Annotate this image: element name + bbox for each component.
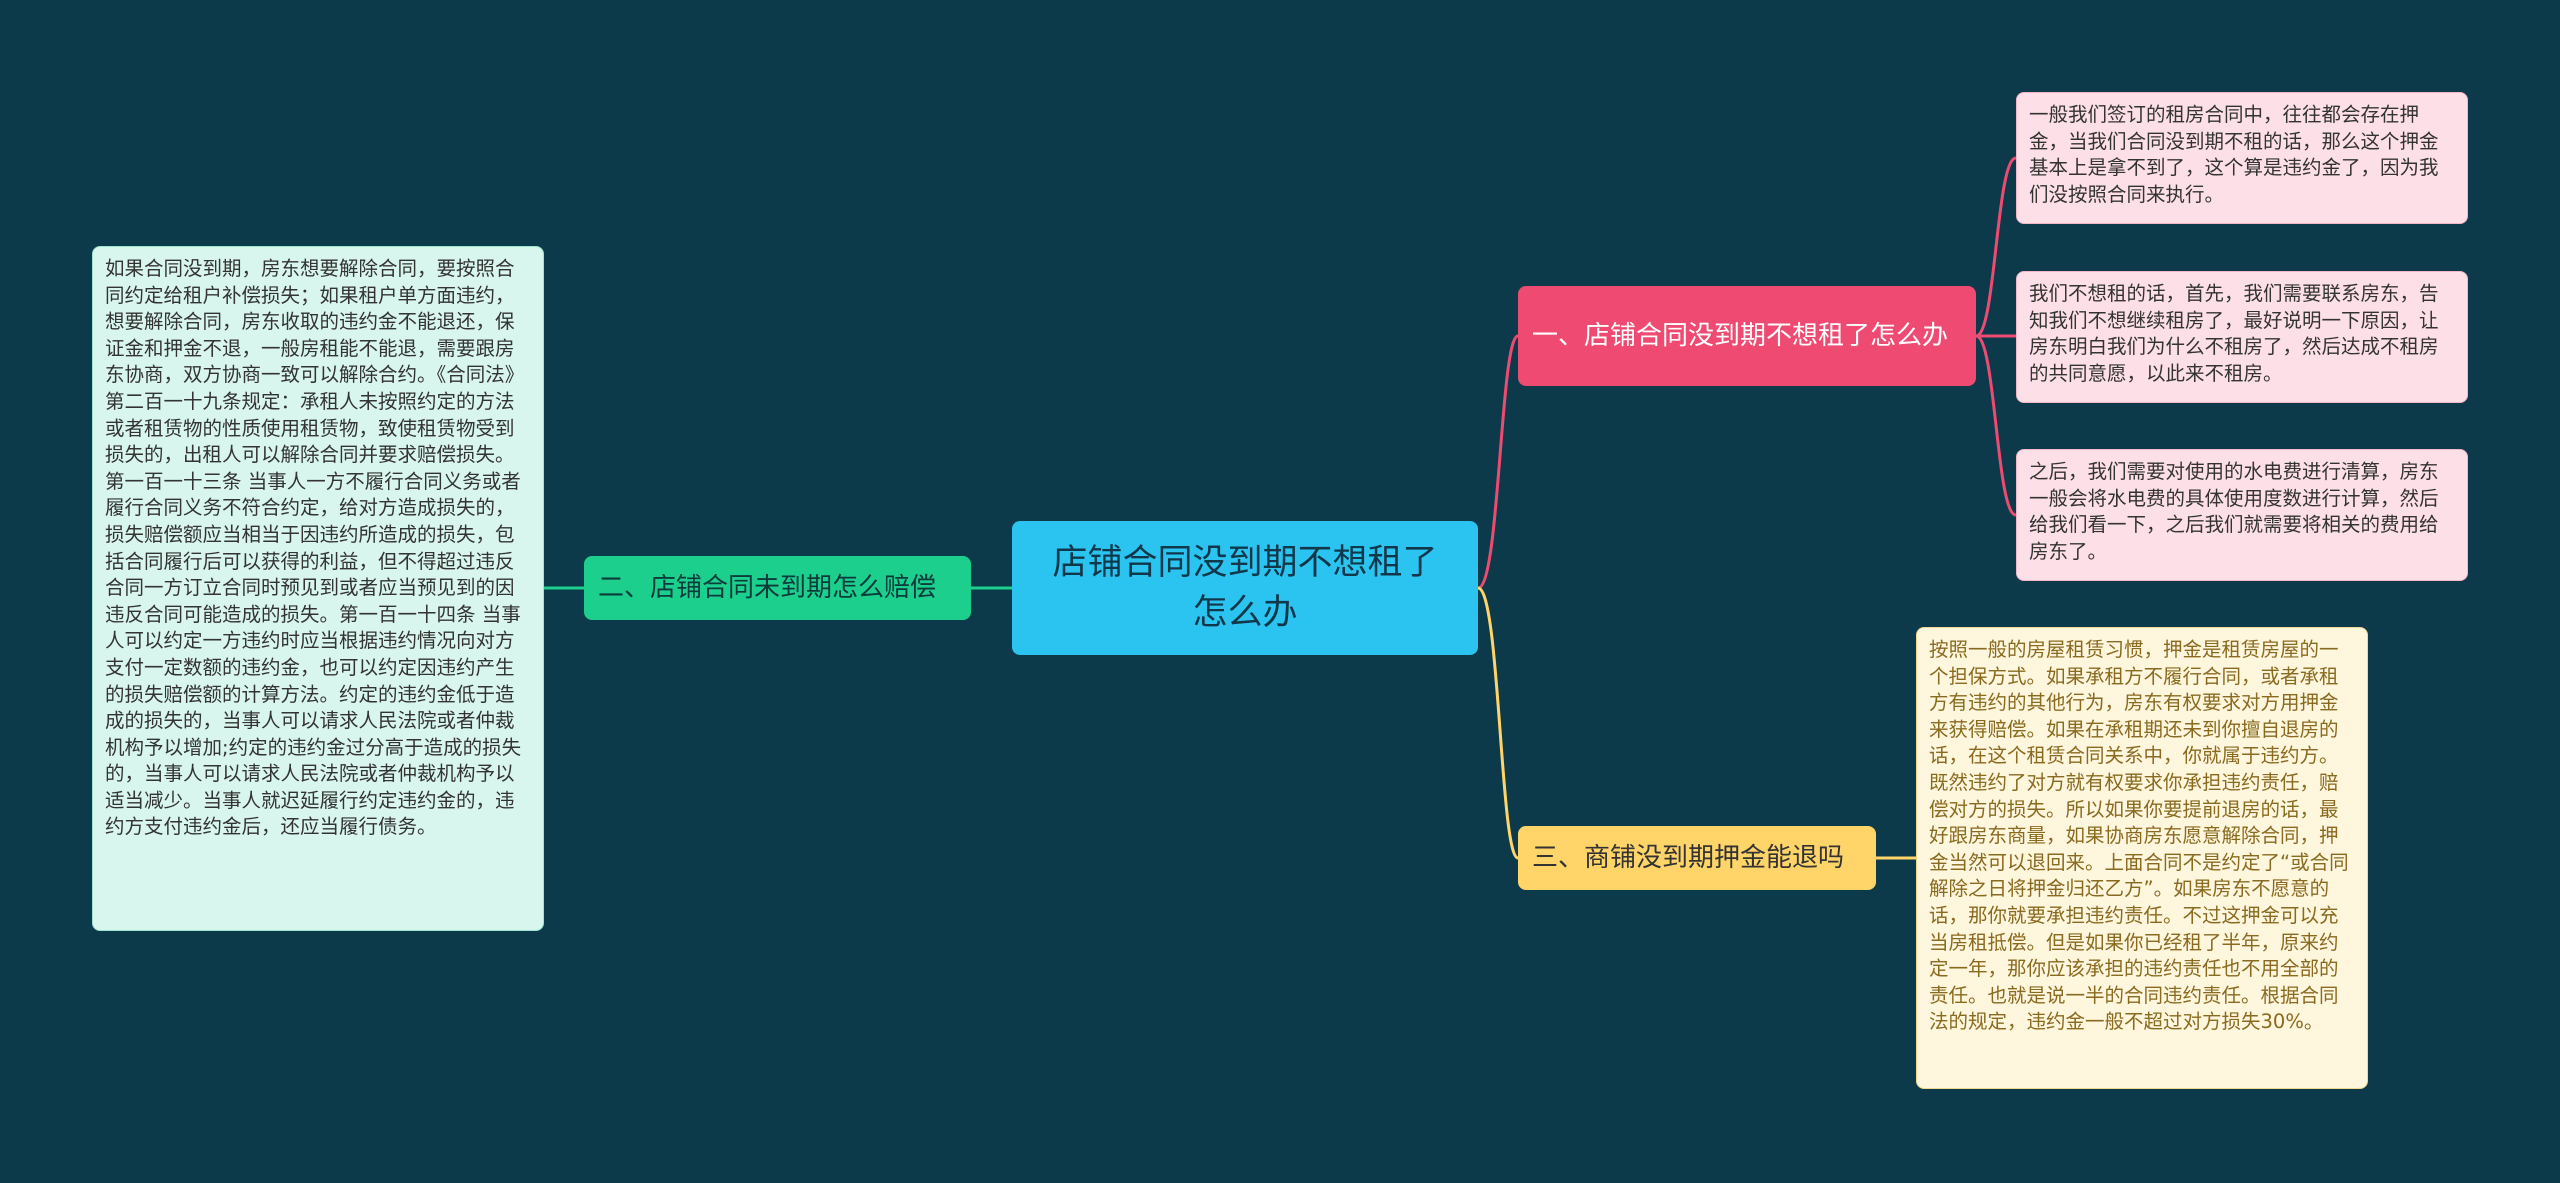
link-branch1-leaf1 — [1975, 156, 2017, 338]
link-branch1-leaf3 — [1975, 334, 2017, 517]
leaf-node-1-3[interactable]: 之后，我们需要对使用的水电费进行清算，房东一般会将水电费的具体使用度数进行计算，… — [2016, 449, 2468, 581]
leaf-text: 按照一般的房屋租赁习惯，押金是租赁房屋的一个担保方式。如果承租方不履行合同，或者… — [1929, 638, 2349, 1034]
leaf-text: 一般我们签订的租房合同中，往往都会存在押金，当我们合同没到期不租的话，那么这个押… — [2029, 103, 2439, 206]
root-node[interactable]: 店铺合同没到期不想租了怎么办 — [1012, 521, 1478, 655]
leaf-node-2-1[interactable]: 如果合同没到期，房东想要解除合同，要按照合同约定给租户补偿损失；如果租户单方面违… — [92, 246, 544, 931]
leaf-node-1-2[interactable]: 我们不想租的话，首先，我们需要联系房东，告知我们不想继续租房了，最好说明一下原因… — [2016, 271, 2468, 403]
leaf-text: 之后，我们需要对使用的水电费进行清算，房东一般会将水电费的具体使用度数进行计算，… — [2029, 460, 2439, 563]
branch-node-2[interactable]: 二、店铺合同未到期怎么赔偿 — [584, 556, 971, 620]
branch-label-3: 三、商铺没到期押金能退吗 — [1532, 843, 1845, 873]
root-label: 店铺合同没到期不想租了怎么办 — [1052, 543, 1438, 633]
leaf-text: 如果合同没到期，房东想要解除合同，要按照合同约定给租户补偿损失；如果租户单方面违… — [105, 257, 525, 839]
leaf-node-1-1[interactable]: 一般我们签订的租房合同中，往往都会存在押金，当我们合同没到期不租的话，那么这个押… — [2016, 92, 2468, 224]
branch-label-2: 二、店铺合同未到期怎么赔偿 — [598, 573, 937, 603]
link-root-branch3 — [1477, 586, 1520, 860]
branch-node-3[interactable]: 三、商铺没到期押金能退吗 — [1518, 826, 1876, 890]
leaf-text: 我们不想租的话，首先，我们需要联系房东，告知我们不想继续租房了，最好说明一下原因… — [2029, 282, 2439, 385]
branch-label-1: 一、店铺合同没到期不想租了怎么办 — [1532, 321, 1949, 351]
leaf-node-3-1[interactable]: 按照一般的房屋租赁习惯，押金是租赁房屋的一个担保方式。如果承租方不履行合同，或者… — [1916, 627, 2368, 1089]
branch-node-1[interactable]: 一、店铺合同没到期不想租了怎么办 — [1518, 286, 1976, 386]
link-root-branch1 — [1477, 334, 1520, 590]
